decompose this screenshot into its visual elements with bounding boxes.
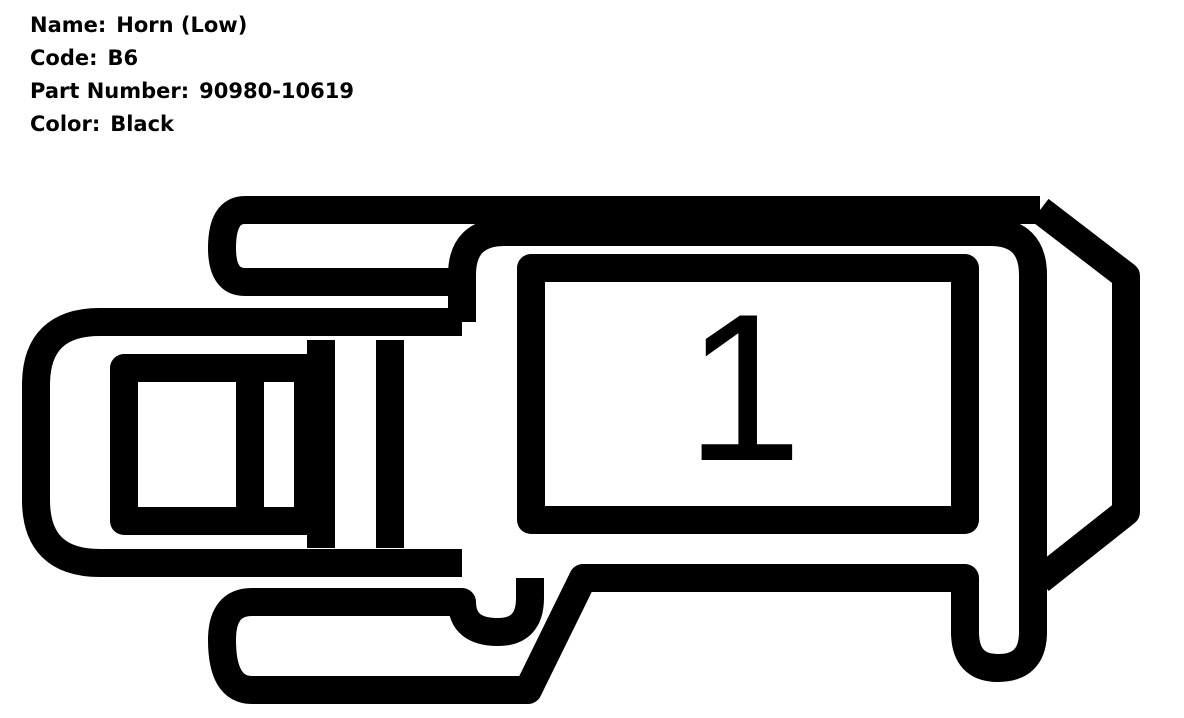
pin-cavity (517, 254, 979, 534)
name-value: Horn (Low) (116, 13, 248, 37)
rear-plug (22, 308, 462, 577)
upper-latch-arm (208, 196, 1040, 296)
color-label: Color: (30, 112, 101, 136)
name-label: Name: (30, 13, 107, 37)
housing-nose (1031, 198, 1140, 591)
connector-info: Name: Horn (Low) Code: B6 Part Number: 9098… (30, 9, 354, 141)
part-number-row: Part Number: 90980-10619 (30, 75, 354, 108)
code-row: Code: B6 (30, 42, 354, 75)
color-value: Black (110, 112, 175, 136)
part-number-label: Part Number: (30, 79, 190, 103)
part-number-value: 90980-10619 (199, 79, 354, 103)
color-row: Color: Black (30, 108, 354, 141)
terminal-block (110, 354, 322, 535)
code-value: B6 (107, 46, 139, 70)
name-row: Name: Horn (Low) (30, 9, 354, 42)
code-label: Code: (30, 46, 98, 70)
housing-body (208, 218, 1047, 704)
pin-1-label: 1 (686, 270, 803, 505)
